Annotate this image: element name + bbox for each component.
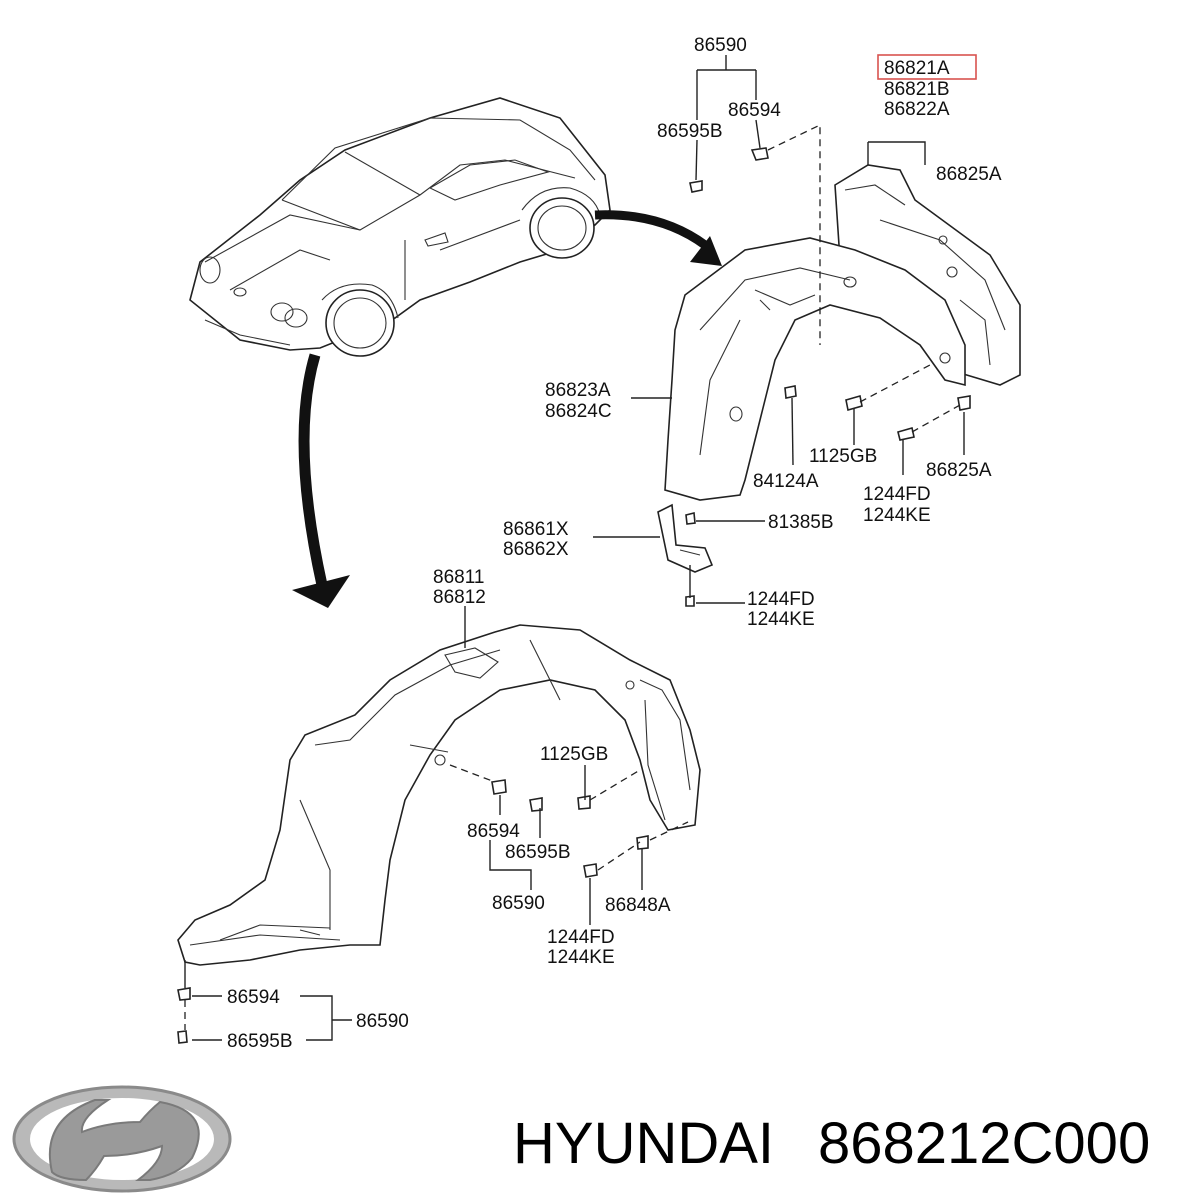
label-mud-nut: 81385B (768, 512, 834, 533)
label-top-clip: 86594 (728, 100, 781, 121)
label-front-screw: 86595B (505, 842, 571, 863)
label-rear-screw-2: 1244KE (863, 505, 931, 526)
arrow-to-rear (594, 210, 722, 266)
label-top-screw: 86595B (657, 121, 723, 142)
label-front-liner-1: 86811 (433, 567, 484, 588)
label-front-clip: 86594 (467, 821, 520, 842)
label-rear-bracket-lower: 86825A (926, 460, 992, 481)
label-top-clip-group: 86590 (694, 35, 747, 56)
arrow-to-front (292, 353, 350, 608)
hyundai-logo-icon (12, 1085, 232, 1193)
front-wheel-liner (177, 624, 701, 966)
rear-wheel-liner (657, 164, 1021, 573)
label-rear-liner-2: 86824C (545, 401, 612, 422)
part-number: 868212C000 (818, 1111, 1150, 1176)
label-mud-screw-2: 1244KE (747, 609, 815, 630)
label-rear-nut: 84124A (753, 471, 819, 492)
label-front-bolt: 1125GB (540, 744, 608, 765)
label-rear-highlighted: 86821A (884, 58, 950, 79)
label-mud-bracket-2: 86862X (503, 539, 569, 560)
label-mud-screw-1: 1244FD (747, 589, 815, 610)
label-front-retainer: 86848A (605, 895, 671, 916)
brand-name: HYUNDAI (513, 1111, 774, 1176)
label-bottom-screw: 86595B (227, 1031, 293, 1052)
label-rear-screw-1: 1244FD (863, 484, 931, 505)
highlight-box (877, 54, 977, 80)
label-front-clip-group: 86590 (492, 893, 545, 914)
label-front-screw-2: 1244KE (547, 947, 615, 968)
rear-leaders (593, 55, 965, 604)
label-front-screw-1: 1244FD (547, 927, 615, 948)
rear-fasteners (685, 147, 971, 607)
label-rear-bolt: 1125GB (809, 446, 877, 467)
front-fasteners (177, 779, 649, 1044)
label-rear-alt-2: 86822A (884, 99, 950, 120)
front-leaders (184, 606, 689, 1041)
part-labels: 86590 86594 86595B 86821A 86821B 86822A … (227, 35, 1002, 1052)
label-bottom-clip-group: 86590 (356, 1011, 409, 1032)
label-rear-liner-1: 86823A (545, 380, 611, 401)
label-mud-bracket-1: 86861X (503, 519, 569, 540)
label-rear-bracket-upper: 86825A (936, 164, 1002, 185)
label-rear-alt-1: 86821B (884, 79, 950, 100)
car-illustration (189, 97, 611, 357)
label-bottom-clip: 86594 (227, 987, 280, 1008)
label-front-liner-2: 86812 (433, 587, 486, 608)
